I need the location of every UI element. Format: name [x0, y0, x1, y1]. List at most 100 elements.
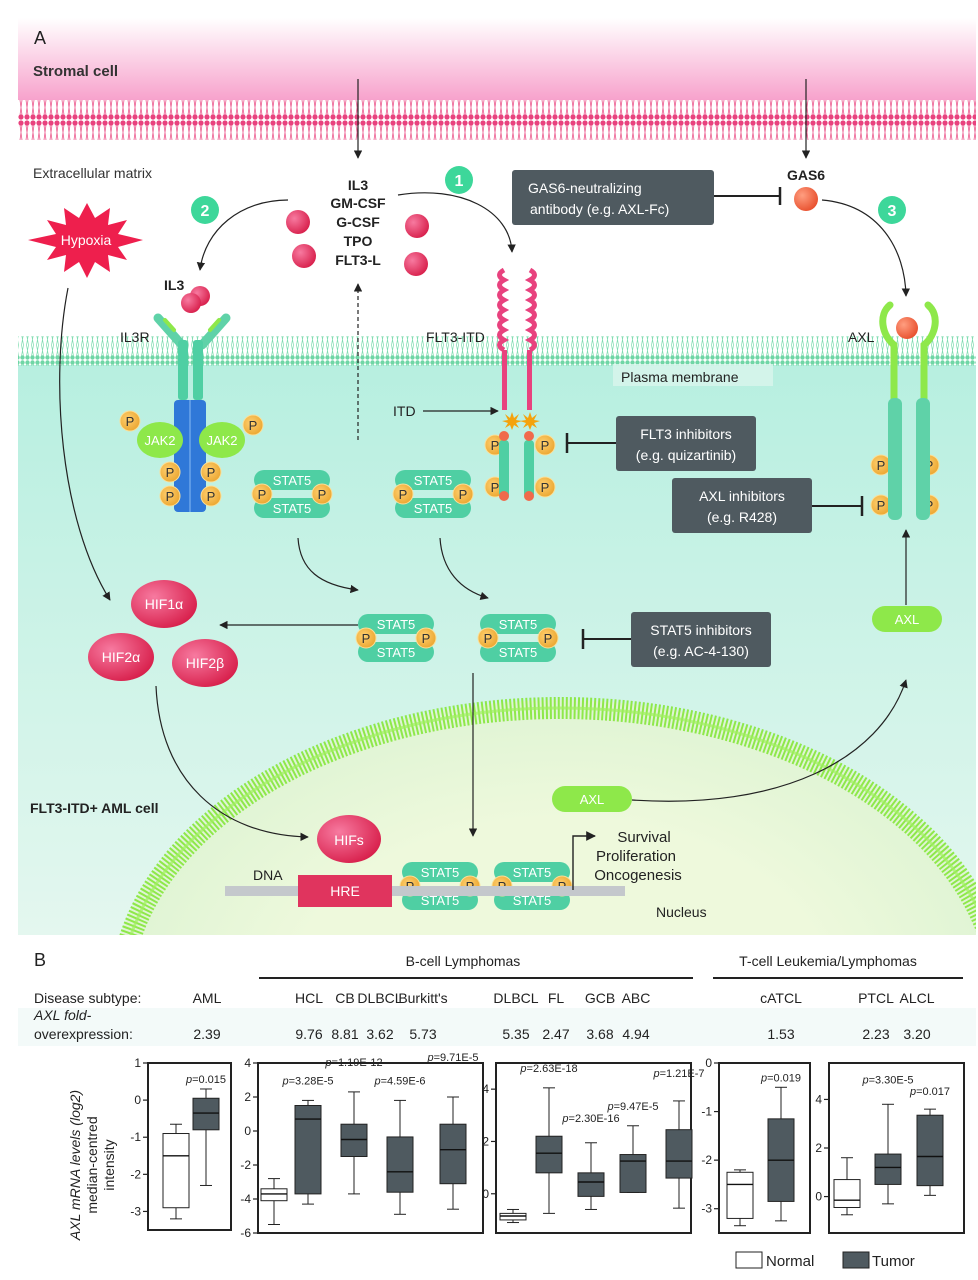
svg-text:3: 3: [888, 203, 897, 220]
cytokine-g-csf: G-CSF: [336, 214, 380, 230]
svg-text:P: P: [318, 487, 327, 502]
itd-label: ITD: [393, 403, 416, 419]
outcome-list: Survival Proliferation Oncogenesis: [594, 829, 682, 884]
iqr-box: [665, 1129, 693, 1179]
hypoxia-label: Hypoxia: [61, 232, 112, 248]
extracellular-matrix-label: Extracellular matrix: [33, 165, 152, 181]
il3r-receptor: IL3 IL3R: [120, 277, 231, 512]
tumor-box: p=1.21E-7: [652, 1068, 705, 1209]
phosphate-group: P: [119, 410, 141, 432]
hif2b-protein: HIF2β: [172, 639, 238, 687]
fold-change-value: 2.23: [862, 1026, 889, 1042]
stat5-monomer: STAT5: [358, 614, 434, 634]
plasma-membrane-label: Plasma membrane: [621, 369, 739, 385]
p-value-label: p=1.19E-12: [324, 1057, 382, 1069]
hypoxia-burst: Hypoxia: [28, 203, 143, 278]
panel-a: A Stromal cell Extracellular matrix Plas…: [18, 18, 976, 935]
tumor-box: p=0.019: [760, 1072, 801, 1222]
phosphate-group: P: [200, 485, 222, 507]
fold-change-value: 3.20: [903, 1026, 930, 1042]
boxplot-chart: 0-1-2-3p=0.019: [701, 1056, 811, 1234]
fold-change-value: 1.53: [767, 1026, 794, 1042]
svg-text:P: P: [258, 487, 267, 502]
y-tick-label: 1: [134, 1056, 141, 1070]
group-b-cell-label: B-cell Lymphomas: [406, 953, 521, 969]
svg-text:P: P: [541, 480, 550, 495]
cytokine-list: IL3 GM-CSF G-CSF TPO FLT3-L: [330, 177, 386, 268]
svg-text:STAT5: STAT5: [513, 865, 552, 880]
stat5-inhibitor-box: STAT5 inhibitors (e.g. AC-4-130): [581, 612, 771, 667]
arrow-hypoxia-to-hif: [59, 287, 111, 601]
panel-a-label: A: [34, 28, 46, 48]
stat5-monomer: STAT5: [402, 862, 478, 882]
y-axis-label-line1: AXL mRNA levels (log2): [67, 1090, 83, 1241]
jak2-right: JAK2: [199, 422, 245, 458]
normal-box: [260, 1178, 288, 1225]
arrow-gas6-to-axl: [821, 199, 911, 297]
fold-change-value: 5.35: [502, 1026, 529, 1042]
normal-box: [833, 1157, 861, 1216]
subtype-label: DLBCL: [493, 990, 538, 1006]
iqr-box: [439, 1123, 467, 1185]
subtype-label: Burkitt's: [398, 990, 447, 1006]
svg-text:P: P: [484, 631, 493, 646]
arrow-cytokines-to-il3r: [196, 199, 289, 271]
hif1a-protein: HIF1α: [131, 580, 197, 628]
phosphate-group: P: [392, 483, 414, 505]
dna-label: DNA: [253, 867, 283, 883]
tumor-box: p=1.19E-12: [324, 1057, 383, 1195]
fold-change-value: 3.62: [366, 1026, 393, 1042]
y-tick-label: -2: [240, 1158, 251, 1172]
hifs-complex: HIFs: [317, 815, 381, 863]
svg-text:P: P: [207, 465, 216, 480]
tumor-box: p=9.47E-5: [606, 1101, 659, 1193]
subtype-label: HCL: [295, 990, 323, 1006]
fold-change-value: 2.47: [542, 1026, 569, 1042]
legend: Normal Tumor: [735, 1251, 915, 1270]
svg-text:AXL: AXL: [895, 612, 920, 627]
subtype-label: ALCL: [899, 990, 934, 1006]
stat5-monomer: STAT5: [395, 470, 471, 490]
y-tick-label: 0: [244, 1124, 251, 1138]
svg-text:antibody (e.g. AXL-Fc): antibody (e.g. AXL-Fc): [530, 201, 669, 217]
iqr-box: [619, 1154, 647, 1193]
phosphate-group: P: [355, 627, 377, 649]
plot-frame: [495, 1062, 692, 1234]
stat5-monomer: STAT5: [254, 470, 330, 490]
y-tick-label: 2: [815, 1141, 822, 1155]
tumor-box: p=2.63E-18: [519, 1063, 578, 1214]
step-badge-2: 2: [191, 196, 219, 224]
y-tick-label: -6: [240, 1226, 251, 1240]
y-axis-label: AXL mRNA levels (log2) median-centred in…: [67, 1090, 117, 1241]
axl-receptor-label: AXL: [848, 329, 875, 345]
y-tick-label: -3: [130, 1204, 141, 1218]
y-tick-label: 4: [815, 1092, 822, 1106]
phosphate-group: P: [200, 461, 222, 483]
svg-text:STAT5: STAT5: [377, 617, 416, 632]
subtype-label: DLBCL: [357, 990, 402, 1006]
svg-text:STAT5: STAT5: [273, 473, 312, 488]
iqr-box: [294, 1105, 322, 1195]
outcome-oncogenesis: Oncogenesis: [594, 867, 682, 884]
fold-change-value: 4.94: [622, 1026, 649, 1042]
svg-text:STAT5: STAT5: [421, 893, 460, 908]
svg-text:1: 1: [455, 173, 464, 190]
svg-text:STAT5: STAT5: [273, 501, 312, 516]
stat5-monomer: STAT5: [494, 862, 570, 882]
phosphate-group: P: [452, 483, 474, 505]
tumor-box: p=0.015: [185, 1074, 226, 1186]
iqr-box: [874, 1153, 902, 1185]
gas6-ligand: [794, 187, 818, 211]
svg-text:HRE: HRE: [330, 883, 360, 899]
cytokine-ball: [405, 214, 429, 238]
itd-star-icon: [520, 412, 540, 430]
stat5-monomer: STAT5: [254, 498, 330, 518]
iqr-box: [726, 1171, 754, 1219]
svg-text:P: P: [166, 465, 175, 480]
y-axis-label-line3: intensity: [101, 1139, 117, 1190]
stromal-cell-region: [18, 18, 976, 100]
